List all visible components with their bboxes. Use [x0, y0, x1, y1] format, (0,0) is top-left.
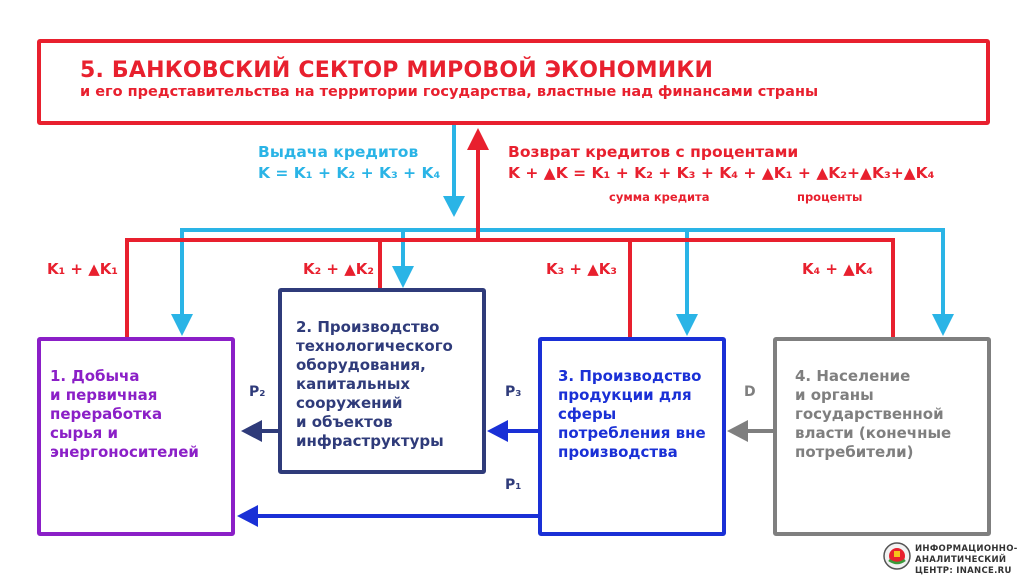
node-line: и первичная — [50, 386, 158, 404]
p1-arrowhead — [237, 505, 258, 527]
bank-subtitle: и его представительства на территории го… — [80, 84, 819, 100]
node-line: технологического — [296, 337, 453, 355]
node-box-population — [773, 337, 991, 536]
emblem-icon — [883, 542, 911, 570]
cyan-arrowhead-2 — [392, 266, 414, 288]
credit-sum-label: сумма кредита — [609, 190, 710, 204]
node-line: и объектов — [296, 413, 393, 431]
p3-arrowhead — [487, 420, 508, 442]
node-line: государственной — [795, 405, 944, 423]
p2-arrowhead — [241, 420, 262, 442]
cyan-arrowhead-1 — [171, 314, 193, 336]
bank-title: 5. БАНКОВСКИЙ СЕКТОР МИРОВОЙ ЭКОНОМИКИ — [80, 58, 714, 83]
logo-line: ЦЕНТР: INANCE.RU — [915, 566, 1012, 576]
node-box-extraction — [37, 337, 235, 536]
node-box-consumer-goods — [538, 337, 726, 536]
repayment-label-4: K₄ + ▲K₄ — [802, 260, 873, 278]
node-line: и органы — [795, 386, 874, 404]
red-arrowhead-trunk — [467, 128, 489, 150]
node-line: оборудования, — [296, 356, 426, 374]
flow-label-p2: P₂ — [249, 384, 266, 400]
flow-label-p1: P₁ — [505, 477, 522, 493]
node-line: энергоносителей — [50, 443, 199, 461]
node-line: 1. Добыча — [50, 367, 140, 385]
node-line: потребители) — [795, 443, 914, 461]
node-line: производства — [558, 443, 678, 461]
node-text-consumer-goods: 3. Производство продукции для сферы потр… — [558, 367, 706, 462]
credit-return-title: Возврат кредитов с процентами — [508, 143, 799, 161]
logo-line: АНАЛИТИЧЕСКИЙ — [915, 555, 1007, 565]
interest-label: проценты — [797, 190, 863, 204]
node-line: переработка — [50, 405, 163, 423]
node-box-equipment — [278, 288, 486, 474]
repayment-label-3: K₃ + ▲K₃ — [546, 260, 617, 278]
flow-label-d: D — [744, 384, 756, 400]
node-line: инфраструктуры — [296, 432, 444, 450]
logo-text: ИНФОРМАЦИОННО- АНАЛИТИЧЕСКИЙ ЦЕНТР: INAN… — [915, 544, 1018, 577]
repayment-label-1: K₁ + ▲K₁ — [47, 260, 118, 278]
cyan-bus — [180, 228, 945, 317]
bank-sector-box — [37, 39, 990, 125]
node-text-equipment: 2. Производство технологического оборудо… — [296, 318, 453, 451]
node-line: власти (конечные — [795, 424, 952, 442]
node-line: сырья и — [50, 424, 119, 442]
cyan-arrowhead-4 — [932, 314, 954, 336]
credit-issue-title: Выдача кредитов — [258, 143, 419, 161]
node-line: капитальных — [296, 375, 411, 393]
flow-label-p3: P₃ — [505, 384, 522, 400]
cyan-arrowhead-trunk — [443, 196, 465, 217]
d-arrowhead — [727, 420, 748, 442]
red-bus — [125, 238, 895, 337]
node-line: 4. Население — [795, 367, 911, 385]
node-line: 3. Производство — [558, 367, 702, 385]
site-logo[interactable]: ИНФОРМАЦИОННО- АНАЛИТИЧЕСКИЙ ЦЕНТР: INAN… — [881, 541, 1019, 576]
node-line: продукции для — [558, 386, 692, 404]
node-text-population: 4. Население и органы государственной вл… — [795, 367, 951, 462]
node-line: сферы — [558, 405, 617, 423]
node-line: сооружений — [296, 394, 403, 412]
repayment-label-2: K₂ + ▲K₂ — [303, 260, 374, 278]
node-text-extraction: 1. Добыча и первичная переработка сырья … — [50, 367, 199, 462]
node-line: потребления вне — [558, 424, 706, 442]
credit-issue-formula: K = K₁ + K₂ + K₃ + K₄ — [258, 164, 441, 182]
credit-return-formula: K + ▲K = K₁ + K₂ + K₃ + K₄ + ▲K₁ + ▲K₂+▲… — [508, 164, 935, 182]
cyan-arrowhead-3 — [676, 314, 698, 336]
node-line: 2. Производство — [296, 318, 440, 336]
logo-line: ИНФОРМАЦИОННО- — [915, 544, 1018, 554]
